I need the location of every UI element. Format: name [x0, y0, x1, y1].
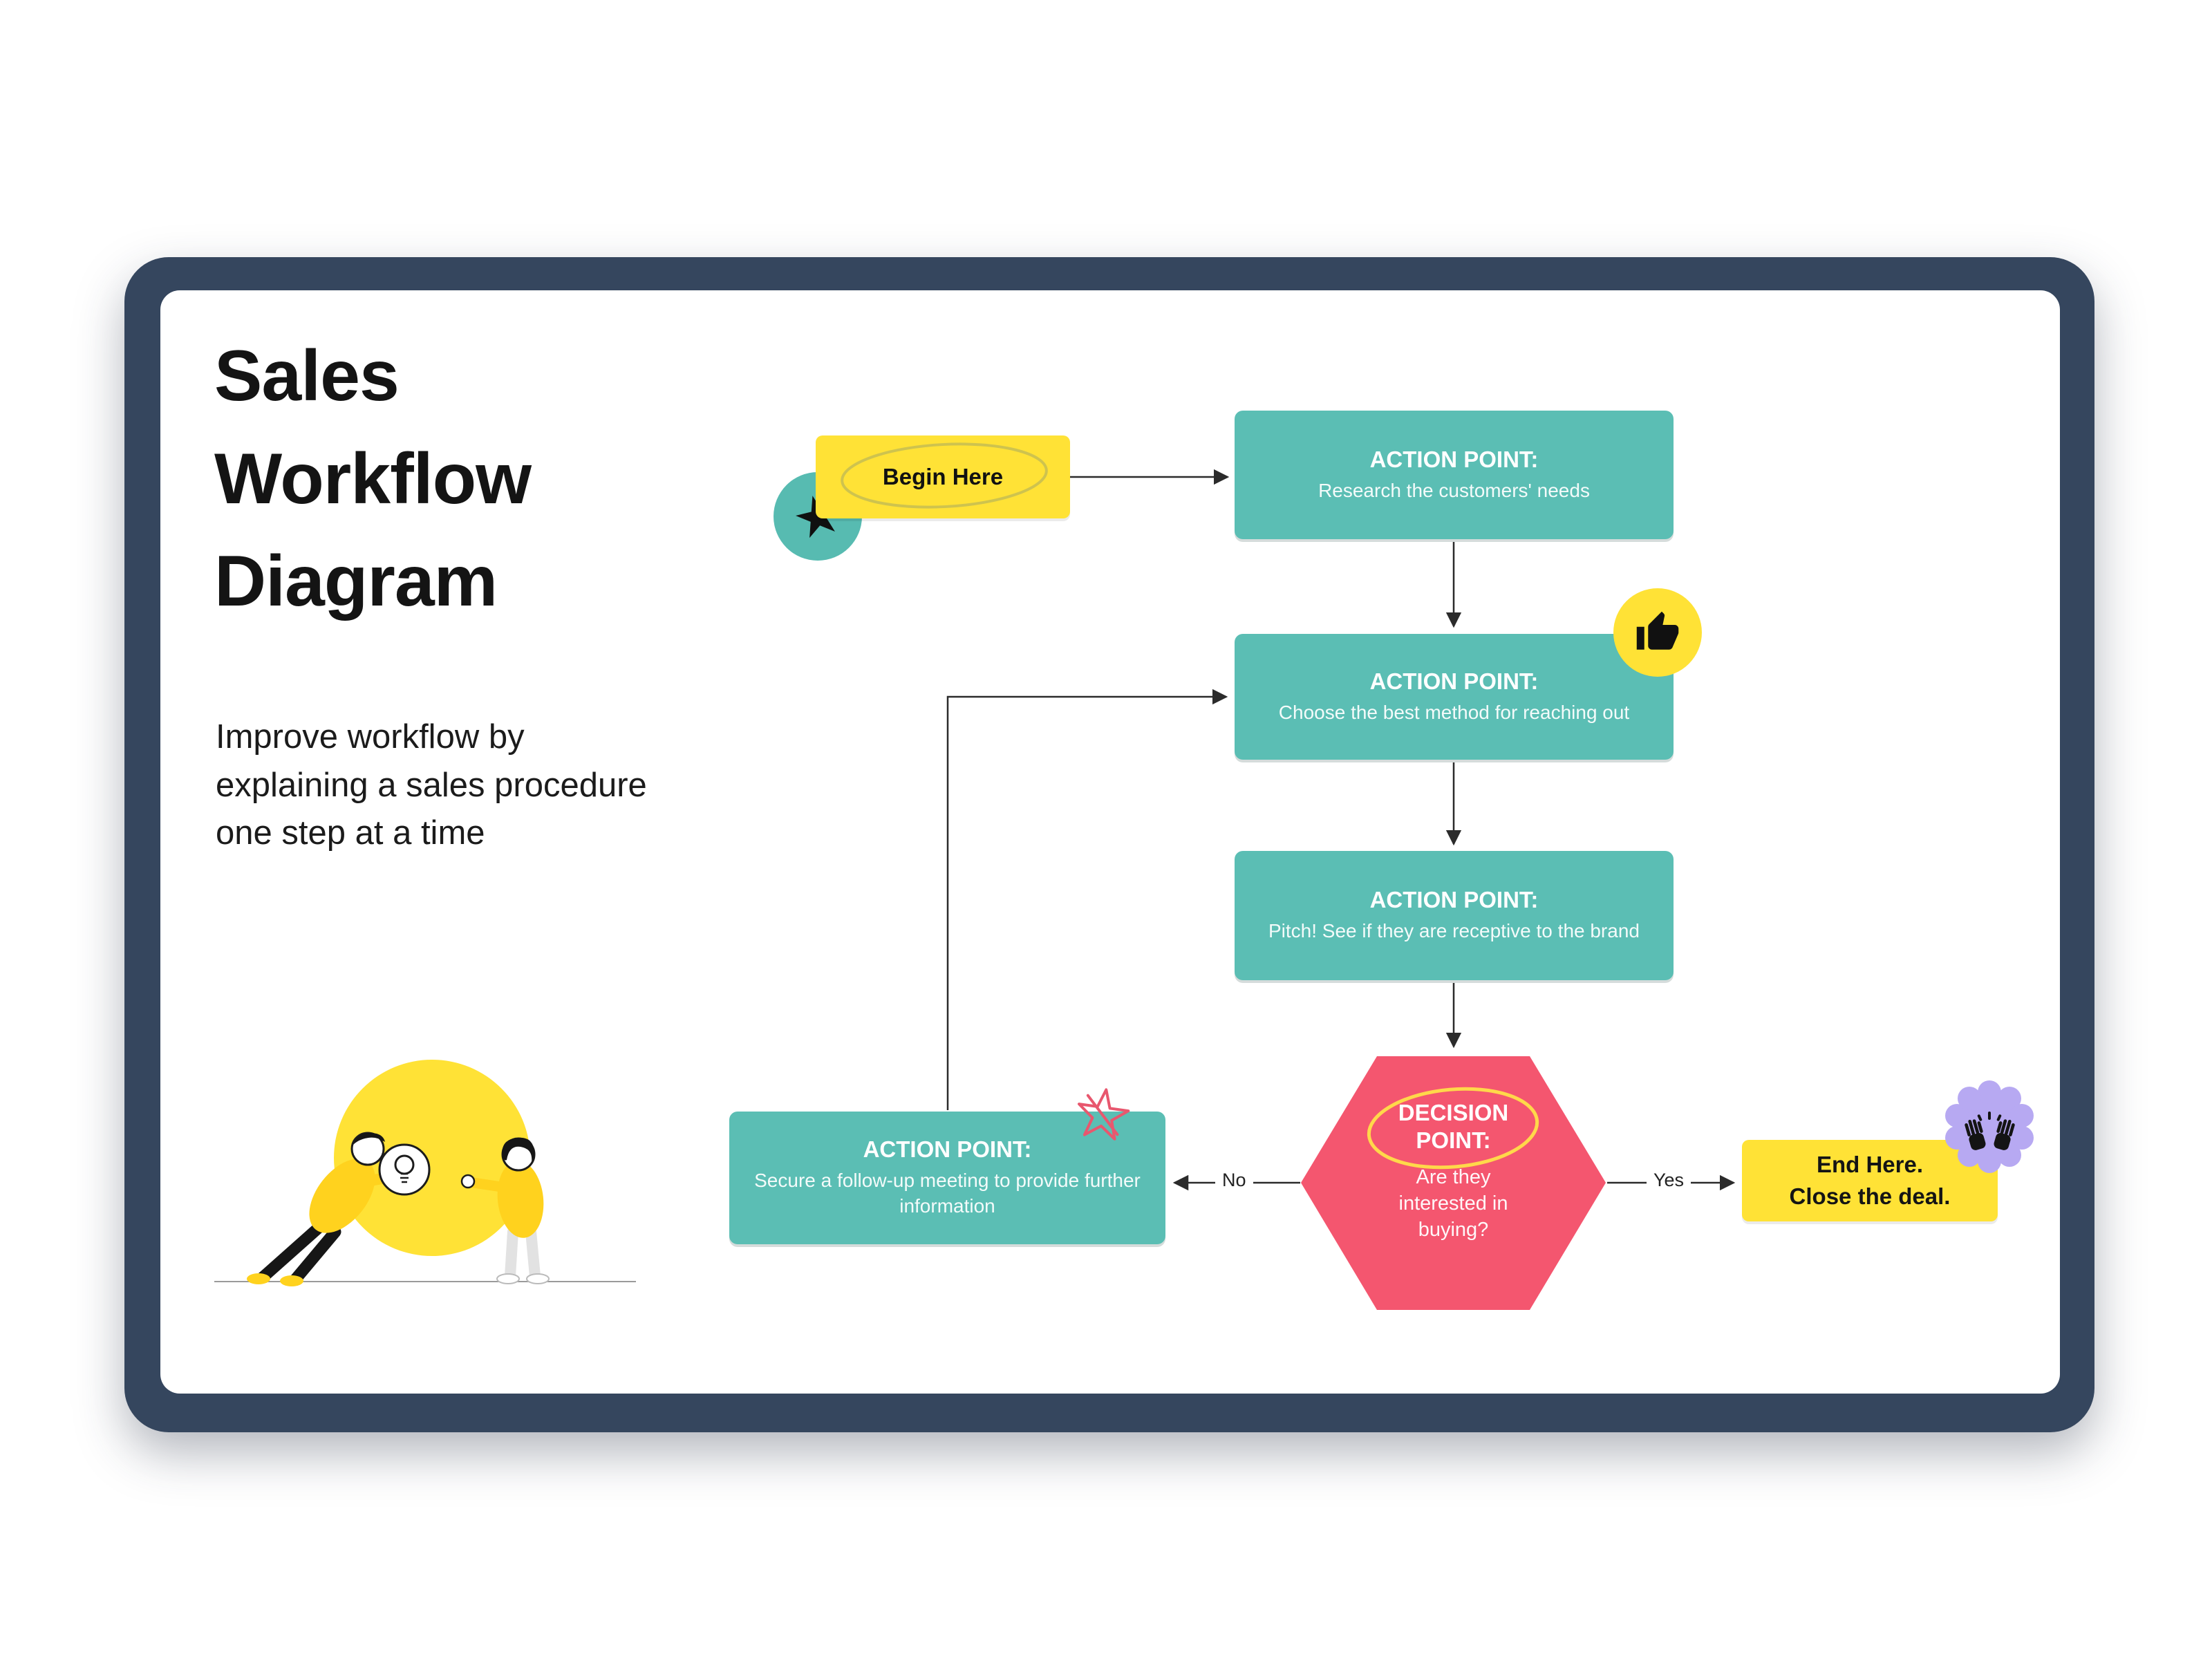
action-heading: ACTION POINT:: [863, 1136, 1032, 1163]
hexagon-shape: [1301, 1056, 1606, 1310]
yellow-circle-scribble: [1367, 1087, 1539, 1170]
illustration-two-people-lightbulb: [214, 1060, 636, 1286]
node-action-method: ACTION POINT: Choose the best method for…: [1235, 634, 1674, 760]
edge-followup-loop: [946, 688, 1228, 1110]
action-heading: ACTION POINT:: [1369, 887, 1539, 913]
slide-title: Sales Workflow Diagram: [214, 336, 532, 622]
thumbs-up-icon: [1613, 588, 1702, 677]
end-line2: Close the deal.: [1789, 1183, 1951, 1209]
node-action-pitch: ACTION POINT: Pitch! See if they are rec…: [1235, 851, 1674, 980]
yellow-circle-shape: [334, 1060, 530, 1256]
node-end: End Here. Close the deal.: [1742, 1140, 1998, 1221]
action-body: Secure a follow-up meeting to provide fu…: [754, 1170, 1141, 1217]
decision-body: Are they interested in buying?: [1300, 1164, 1607, 1243]
node-begin: Begin Here: [816, 435, 1070, 518]
decision-body-text: Are they interested in buying?: [1398, 1166, 1508, 1241]
end-line1: End Here.: [1816, 1152, 1924, 1177]
person-right: [460, 1137, 550, 1284]
node-action-followup: ACTION POINT: Secure a follow-up meeting…: [729, 1112, 1165, 1244]
action-heading: ACTION POINT:: [1369, 446, 1539, 472]
edge-label-no: No: [1215, 1169, 1253, 1192]
hand-drawn-ellipse: [841, 442, 1048, 509]
begin-label: Begin Here: [882, 464, 1004, 489]
node-decision: DECISION POINT: Are they interested in b…: [1300, 1053, 1607, 1313]
lightbulb-icon: [378, 1143, 431, 1196]
decision-heading-text: DECISION POINT:: [1398, 1100, 1509, 1153]
decision-heading: DECISION POINT:: [1300, 1099, 1607, 1154]
slide-subtitle: Improve workflow by explaining a sales p…: [216, 718, 647, 852]
scribble-star-icon: [1078, 1088, 1130, 1141]
edge-label-yes: Yes: [1647, 1169, 1691, 1192]
node-action-research: ACTION POINT: Research the customers' ne…: [1235, 411, 1674, 539]
action-body: Choose the best method for reaching out: [1278, 701, 1630, 723]
raised-hands-icon: [1945, 1080, 2034, 1173]
action-body: Pitch! See if they are receptive to the …: [1268, 920, 1640, 942]
action-heading: ACTION POINT:: [1369, 668, 1539, 694]
action-body: Research the customers' needs: [1318, 479, 1590, 501]
